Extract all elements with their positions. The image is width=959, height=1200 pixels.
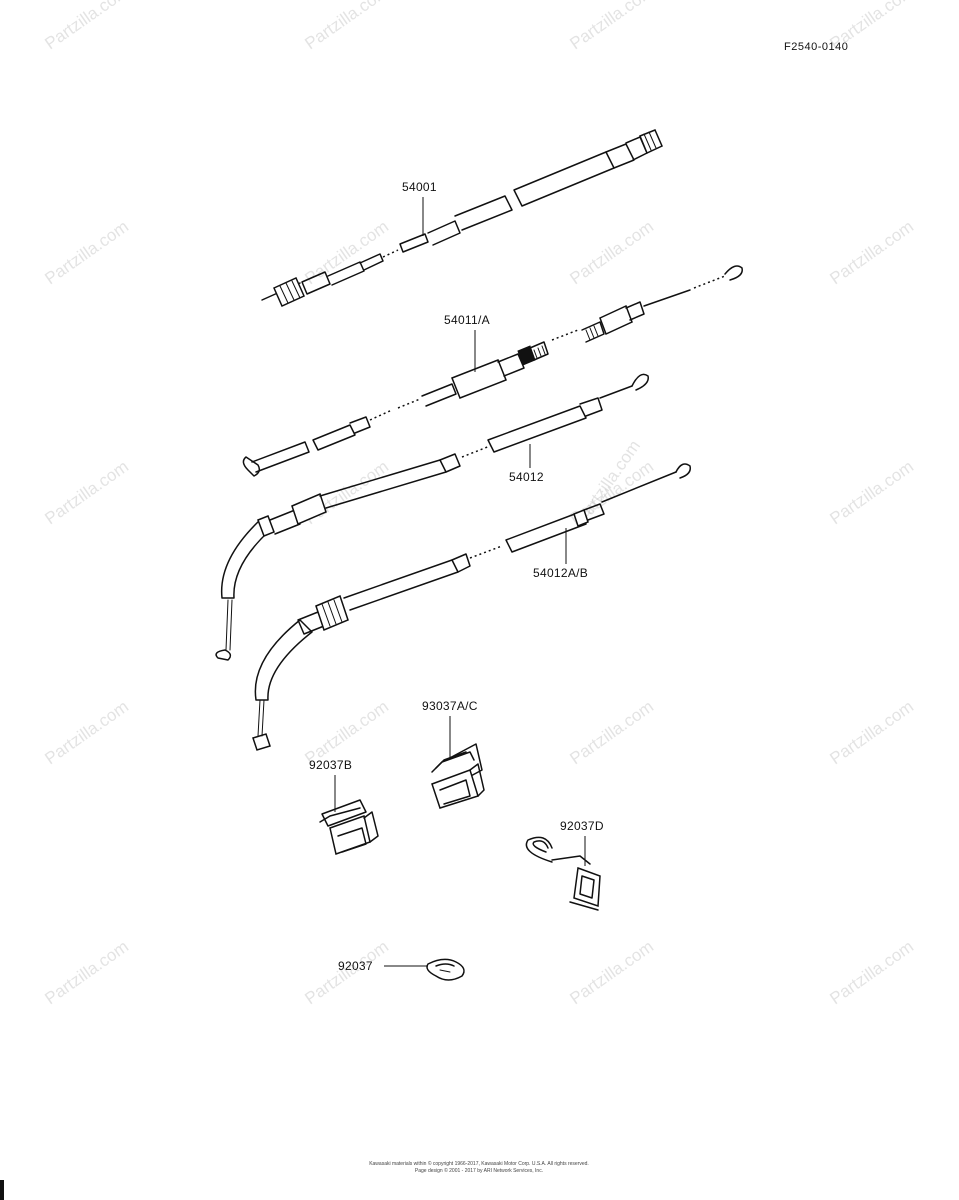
watermark: Partzilla.com: [566, 937, 657, 1008]
watermark: Partzilla.com: [301, 0, 392, 53]
edge-mark: [0, 1180, 4, 1200]
part-92037D-clamp[interactable]: [525, 836, 601, 911]
callout-54011A[interactable]: 54011/A: [444, 313, 490, 372]
watermark: Partzilla.com: [826, 457, 917, 528]
part-92037B-clamp[interactable]: [319, 799, 379, 855]
watermark: Partzilla.com: [566, 697, 657, 768]
label-54011-a: 54011/A: [444, 313, 490, 327]
callout-92037D[interactable]: 92037D: [560, 819, 604, 866]
callout-54001[interactable]: 54001: [402, 180, 437, 236]
watermark: Partzilla.com: [826, 217, 917, 288]
footer-page-design: Page design © 2001 - 2017 by ARI Network…: [415, 1167, 543, 1174]
callout-54012AB[interactable]: 54012A/B: [533, 528, 588, 580]
label-54012a-b: 54012A/B: [533, 566, 588, 580]
label-93037a-c: 93037A/C: [422, 699, 478, 713]
part-54001-cable[interactable]: [261, 129, 663, 307]
callout-93037AC[interactable]: 93037A/C: [422, 699, 478, 758]
watermark: Partzilla.com: [826, 937, 917, 1008]
watermark: Partzilla.com: [566, 217, 657, 288]
watermark: Partzilla.com: [41, 457, 132, 528]
watermark: Partzilla.com: [41, 697, 132, 768]
part-93037AC-clamp[interactable]: [431, 743, 485, 809]
part-54011-cable[interactable]: [242, 265, 743, 477]
watermark: Partzilla.com: [41, 937, 132, 1008]
footer-copyright: Kawasaki materials within © copyright 19…: [369, 1160, 589, 1167]
watermark: Partzilla.com: [301, 217, 392, 288]
callout-92037B[interactable]: 92037B: [309, 758, 352, 812]
label-54012: 54012: [509, 470, 544, 484]
label-92037d: 92037D: [560, 819, 604, 833]
watermark: Partzilla.com: [566, 0, 657, 53]
label-54001: 54001: [402, 180, 437, 194]
figure-code: F2540-0140: [784, 41, 848, 53]
watermark: Partzilla.com: [826, 697, 917, 768]
watermark-layer: Partzilla.com Partzilla.com Partzilla.co…: [41, 0, 917, 1008]
callout-92037[interactable]: 92037: [338, 959, 428, 973]
part-92037-clip[interactable]: [426, 958, 465, 981]
watermark: Partzilla.com: [41, 0, 132, 53]
part-54012-cable[interactable]: [215, 373, 649, 661]
part-54012AB-cable[interactable]: [252, 463, 692, 751]
callout-54012[interactable]: 54012: [509, 444, 544, 484]
label-92037b: 92037B: [309, 758, 352, 772]
watermark: Partzilla.com: [41, 217, 132, 288]
label-92037: 92037: [338, 959, 373, 973]
